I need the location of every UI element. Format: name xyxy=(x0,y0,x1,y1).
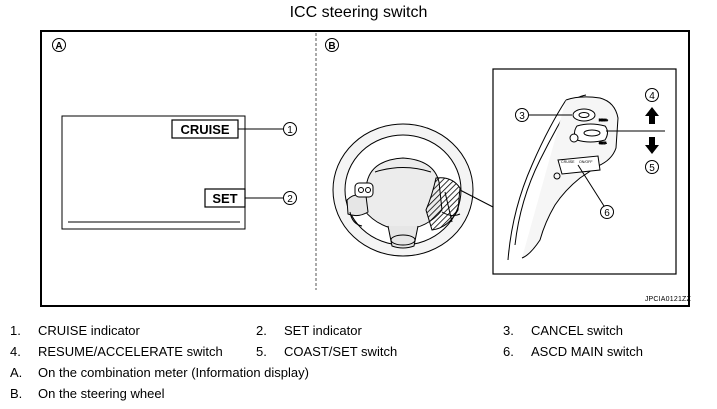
callout-4: 4 xyxy=(645,88,659,102)
switch-text-onoff: ON/OFF xyxy=(579,160,593,164)
cruise-indicator: CRUISE xyxy=(171,119,239,139)
svg-text:6: 6 xyxy=(604,208,610,219)
outer-frame xyxy=(40,30,690,307)
svg-text:4: 4 xyxy=(649,91,655,102)
diagram-title: ICC steering switch xyxy=(289,4,428,21)
callout-1: 1 xyxy=(283,122,297,136)
callout-5: 5 xyxy=(645,160,659,174)
panel-a-marker: A xyxy=(52,38,66,52)
steering-wheel xyxy=(332,123,474,257)
svg-text:1: 1 xyxy=(287,125,293,136)
callout-3: 3 xyxy=(515,108,529,122)
svg-text:SET: SET xyxy=(212,191,237,206)
information-display xyxy=(61,115,246,230)
switch-text-cruise: CRUISE xyxy=(561,160,575,164)
svg-text:RES/+: RES/+ xyxy=(599,118,608,122)
svg-text:A: A xyxy=(55,41,62,52)
callout-6: 6 xyxy=(600,205,614,219)
down-arrow-icon xyxy=(645,137,659,154)
svg-text:2: 2 xyxy=(287,194,293,205)
svg-text:CRUISE: CRUISE xyxy=(180,122,229,137)
callout-2: 2 xyxy=(283,191,297,205)
svg-text:SET/-: SET/- xyxy=(599,141,607,145)
up-arrow-icon xyxy=(645,107,659,124)
switch-closeup: RES/+ SET/- xyxy=(507,94,619,261)
set-indicator: SET xyxy=(204,188,246,208)
panel-b-marker: B xyxy=(325,38,339,52)
svg-text:5: 5 xyxy=(649,163,655,174)
svg-text:3: 3 xyxy=(519,111,525,122)
svg-text:B: B xyxy=(328,41,335,52)
image-code: JPCIA0121ZZ xyxy=(644,296,691,303)
detail-link-line xyxy=(459,189,494,208)
